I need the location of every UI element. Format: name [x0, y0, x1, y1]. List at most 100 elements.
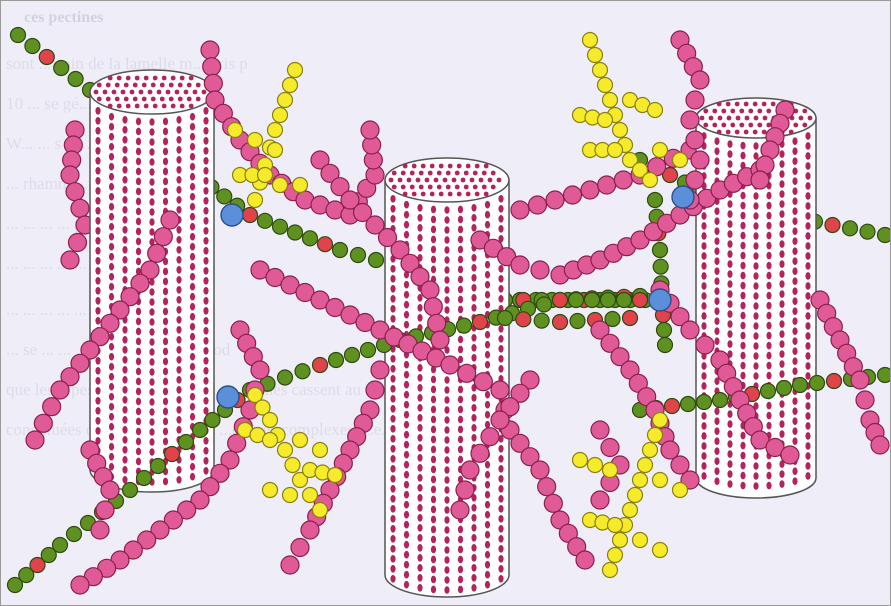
glucan-end — [439, 192, 444, 197]
glucan-unit — [485, 221, 490, 229]
pectin-chain — [491, 381, 509, 399]
glucan-end — [437, 185, 442, 190]
glucan-unit — [176, 256, 181, 264]
xyloglucan-strand — [345, 348, 360, 363]
glucan-unit — [805, 432, 810, 440]
glucan-unit — [471, 334, 476, 342]
glucan-unit — [701, 412, 706, 420]
glucan-unit — [444, 206, 449, 214]
glucan-unit — [176, 286, 181, 294]
calcium-bridge — [217, 386, 239, 408]
glucan-end — [439, 164, 444, 169]
glucan-end — [94, 90, 99, 95]
glucan-unit — [95, 427, 100, 435]
glucan-unit — [203, 137, 208, 145]
arabinose-unit — [613, 123, 628, 138]
glucan-unit — [701, 452, 706, 460]
glucan-unit — [95, 277, 100, 285]
glucan-end — [466, 164, 471, 169]
glucan-unit — [498, 365, 503, 373]
glucan-unit — [458, 436, 463, 444]
glucan-end — [153, 76, 158, 81]
glucan-unit — [390, 465, 395, 473]
glucan-unit — [714, 337, 719, 345]
glucan-unit — [417, 514, 422, 522]
glucan-end — [802, 123, 807, 128]
glucan-unit — [740, 252, 745, 260]
glucan-unit — [779, 470, 784, 478]
arabinose-unit — [608, 143, 623, 158]
glucan-end — [162, 104, 167, 109]
pectin-chain — [696, 336, 714, 354]
pectin-chain — [154, 228, 172, 246]
glucan-unit — [498, 215, 503, 223]
glucan-unit — [792, 167, 797, 175]
glucan-unit — [444, 216, 449, 224]
glucan-unit — [701, 222, 706, 230]
glucan-unit — [122, 216, 127, 224]
glucan-unit — [109, 153, 114, 161]
glucan-unit — [109, 193, 114, 201]
glucan-end — [202, 90, 207, 95]
arabinose-unit — [283, 488, 298, 503]
arabinose-unit — [258, 168, 273, 183]
arabinose-unit — [288, 63, 303, 78]
glucan-unit — [109, 333, 114, 341]
glucan-unit — [149, 348, 154, 356]
xyloglucan-strand — [569, 293, 584, 308]
glucan-unit — [779, 340, 784, 348]
glucan-end — [196, 83, 201, 88]
glucan-unit — [727, 460, 732, 468]
pectin-chain — [511, 201, 529, 219]
xyloglucan-strand — [53, 538, 68, 553]
glucan-unit — [404, 381, 409, 389]
glucan-unit — [779, 220, 784, 228]
glucan-unit — [149, 398, 154, 406]
glucan-unit — [701, 232, 706, 240]
glucan-end — [160, 97, 165, 102]
glucan-unit — [779, 320, 784, 328]
pectin-chain — [96, 501, 114, 519]
glucan-unit — [149, 328, 154, 336]
glucan-unit — [766, 352, 771, 360]
glucan-unit — [109, 353, 114, 361]
xyloglucan-strand — [681, 397, 696, 412]
glucan-unit — [190, 253, 195, 261]
glucan-unit — [176, 166, 181, 174]
glucan-unit — [122, 176, 127, 184]
glucan-unit — [779, 330, 784, 338]
glucan-unit — [404, 361, 409, 369]
glucan-end — [745, 116, 750, 121]
glucan-unit — [444, 526, 449, 534]
glucan-unit — [444, 466, 449, 474]
pectin-chain — [26, 431, 44, 449]
glucan-unit — [404, 421, 409, 429]
glucan-unit — [109, 463, 114, 471]
glucan-unit — [390, 455, 395, 463]
glucan-unit — [109, 393, 114, 401]
glucan-unit — [727, 200, 732, 208]
xyloglucan-strand — [243, 208, 258, 223]
glucan-end — [461, 178, 466, 183]
glucan-end — [753, 102, 758, 107]
glucan-unit — [404, 311, 409, 319]
pectin-chain — [576, 551, 594, 569]
glucan-unit — [485, 361, 490, 369]
calcium-bridge — [649, 289, 671, 311]
xyloglucan-strand — [67, 527, 82, 542]
glucan-unit — [190, 243, 195, 251]
glucan-unit — [805, 452, 810, 460]
glucan-unit — [498, 335, 503, 343]
glucan-unit — [740, 482, 745, 490]
glucan-unit — [203, 147, 208, 155]
pectin-chain — [601, 439, 619, 457]
glucan-unit — [163, 408, 168, 416]
glucan-unit — [136, 368, 141, 376]
glucan-unit — [444, 416, 449, 424]
glucan-unit — [753, 332, 758, 340]
glucan-unit — [95, 117, 100, 125]
glucan-unit — [714, 327, 719, 335]
glucan-unit — [444, 386, 449, 394]
glucan-unit — [701, 322, 706, 330]
